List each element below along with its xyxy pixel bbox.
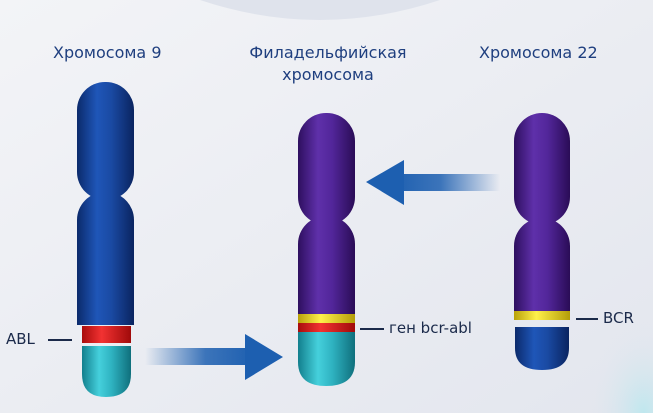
title-philadelphia-line2: хромосома (282, 65, 374, 84)
marker-bcr-abl: ген bcr-abl (389, 319, 472, 337)
chr9-abl-band (82, 326, 131, 343)
arrow-shaft-top (392, 174, 500, 191)
marker-bcr: BCR (603, 309, 634, 327)
ph-abl-band (298, 323, 355, 332)
arrow-head-top (366, 160, 404, 205)
chr9-teal-segment (82, 346, 131, 397)
marker-abl-line (48, 339, 72, 341)
chr9-upper-arm (77, 82, 134, 200)
ph-bcr-band (298, 314, 355, 324)
chr22-lower-arm-base (514, 280, 570, 311)
chromosome-9 (77, 82, 134, 397)
arrow-shaft-bottom (145, 348, 255, 365)
title-philadelphia-line1: Филадельфийская (249, 43, 407, 62)
arrow-to-philadelphia-top (366, 160, 500, 205)
chromosome-22 (514, 113, 570, 370)
decorative-swoosh (560, 260, 653, 413)
chr22-upper-arm (514, 113, 570, 225)
marker-abl: ABL (6, 330, 35, 348)
title-chromosome-22: Хромосома 22 (479, 43, 598, 62)
chr9-lower-arm-base (77, 290, 134, 325)
title-chromosome-9: Хромосома 9 (53, 43, 162, 62)
chr9-lower-arm (77, 192, 134, 320)
ph-lower-arm-base (298, 280, 355, 314)
chr22-bcr-band (514, 311, 570, 320)
decorative-arc (200, 0, 440, 20)
ph-upper-arm (298, 113, 355, 225)
chr22-blue-segment (515, 327, 569, 370)
marker-bcr-abl-line (360, 328, 384, 330)
philadelphia-chromosome (298, 113, 355, 386)
marker-bcr-line (576, 318, 598, 320)
arrow-head-bottom (245, 334, 283, 380)
ph-teal-segment (298, 332, 355, 386)
arrow-to-philadelphia-bottom (145, 334, 283, 380)
